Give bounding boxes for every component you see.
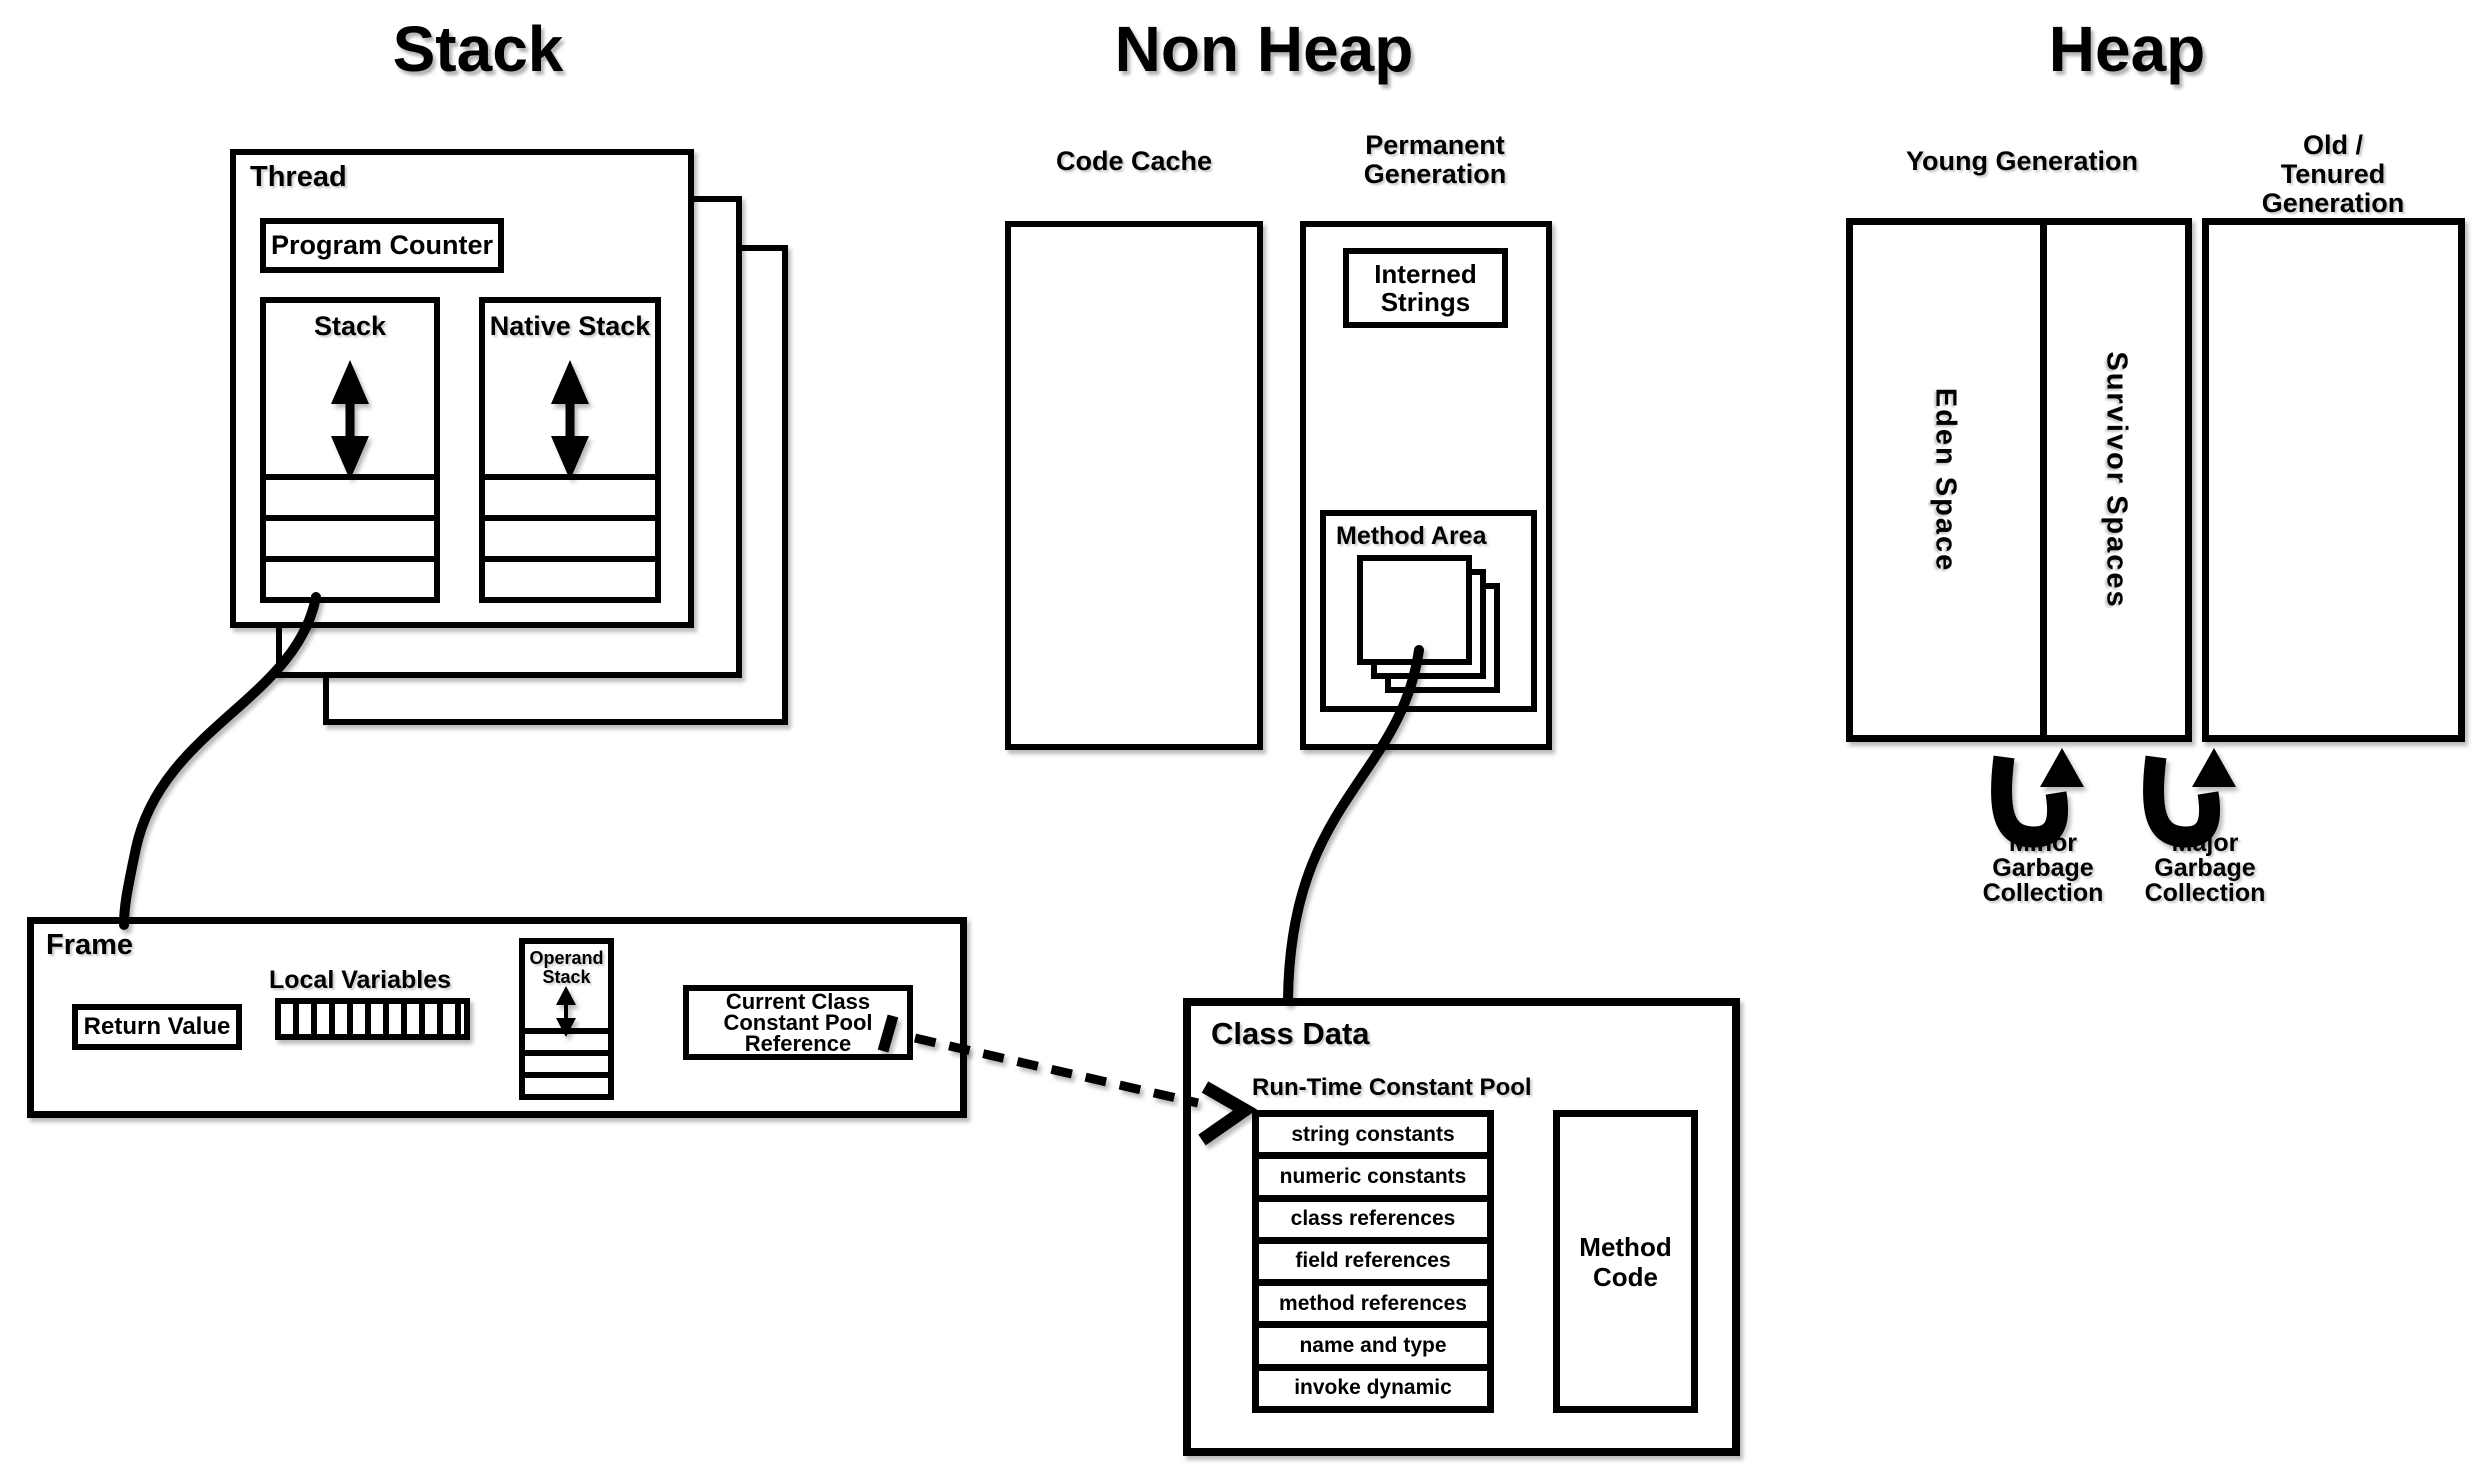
class-page-1 [1357,555,1472,665]
constant-pool-item: invoke dynamic [1259,1363,1487,1406]
stack-section-title: Stack [392,13,564,85]
return-value-box: Return Value [72,1004,242,1050]
stack-frame-row [266,474,434,515]
runtime-constant-pool-label: Run-Time Constant Pool [1252,1074,1532,1101]
old-tenured-generation-label: Old / Tenured Generation [2261,130,2405,218]
stack-frame-row [266,515,434,556]
method-code-box: Method Code [1553,1110,1698,1413]
local-variables-slots [275,998,470,1040]
major-gc-arrow-icon [2143,748,2236,848]
return-value-label: Return Value [83,1013,231,1040]
native-stack-row [485,474,655,515]
stack-box: Stack [260,297,440,603]
operand-stack-label: Operand Stack [529,948,604,987]
stack-frame-rows [266,474,434,597]
heap-section-title: Heap [2048,13,2206,85]
frame-box: Frame Return Value Local Variables Opera… [27,917,967,1118]
old-tenured-generation-box [2202,218,2465,742]
code-cache-box [1005,221,1263,750]
permanent-generation-box: Interned Strings Method Area [1300,221,1552,750]
eden-survivor-divider [2040,225,2047,735]
operand-stack-row [525,1028,608,1050]
operand-stack-box: Operand Stack [519,938,614,1100]
native-stack-rows [485,474,655,597]
major-garbage-collection-label: Major Garbage Collection [2144,829,2266,907]
program-counter-box: Program Counter [260,218,504,273]
minor-garbage-collection-label: Minor Garbage Collection [1982,829,2104,907]
constant-pool-item: name and type [1259,1321,1487,1364]
interned-strings-box: Interned Strings [1343,248,1508,328]
thread-label: Thread [250,161,347,193]
operand-stack-rows [525,1028,608,1094]
native-stack-box-label: Native Stack [489,311,651,341]
runtime-constant-pool-list: string constants numeric constants class… [1252,1110,1494,1413]
method-area-label: Method Area [1336,522,1487,550]
native-stack-row [485,515,655,556]
constant-pool-item: class references [1259,1194,1487,1237]
young-generation-label: Young Generation [1905,146,2139,176]
program-counter-label: Program Counter [270,230,494,260]
survivor-spaces-label: Survivor Spaces [2100,351,2133,609]
constant-pool-item: numeric constants [1259,1152,1487,1195]
eden-space-label: Eden Space [1929,387,1962,573]
code-cache-label: Code Cache [1055,146,1213,176]
native-stack-box: Native Stack [479,297,661,603]
local-variables-label: Local Variables [268,966,452,994]
non-heap-section-title: Non Heap [1114,13,1414,85]
constant-pool-item: field references [1259,1236,1487,1280]
stack-box-label: Stack [313,311,387,341]
operand-stack-row [525,1050,608,1072]
constant-pool-item: string constants [1259,1117,1487,1153]
current-class-constant-pool-reference-box: Current Class Constant Pool Reference [683,985,913,1060]
class-data-box: Class Data Run-Time Constant Pool string… [1183,998,1740,1456]
permanent-generation-label: Permanent Generation [1363,130,1507,189]
constant-pool-item: method references [1259,1279,1487,1322]
thread-box: Thread Program Counter Stack Native Stac… [230,149,694,628]
class-data-label: Class Data [1211,1016,1370,1051]
young-generation-box: Eden Space Survivor Spaces [1846,218,2192,742]
minor-gc-arrow-icon [1991,748,2084,848]
native-stack-row [485,556,655,597]
frame-label: Frame [46,929,134,961]
operand-stack-row [525,1072,608,1094]
stack-frame-row [266,556,434,597]
